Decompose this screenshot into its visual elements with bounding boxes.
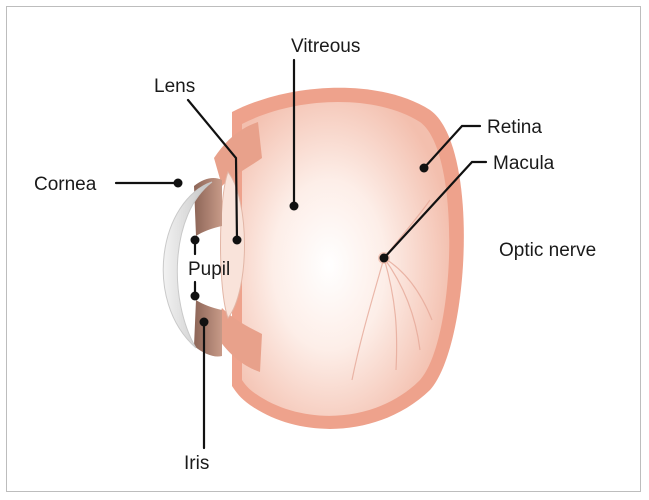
label-macula: Macula <box>493 153 555 174</box>
label-retina: Retina <box>487 117 542 138</box>
label-cornea: Cornea <box>34 174 97 195</box>
label-vitreous: Vitreous <box>291 36 360 57</box>
label-iris: Iris <box>184 453 209 474</box>
leader-cornea <box>116 179 183 188</box>
label-lens: Lens <box>154 76 195 97</box>
eyeball <box>214 88 464 429</box>
leader-pupil-top <box>191 236 200 255</box>
label-pupil: Pupil <box>188 259 230 280</box>
label-optic-nerve: Optic nerve <box>499 240 596 261</box>
vitreous-body <box>242 102 449 416</box>
leader-pupil-bottom <box>191 282 200 301</box>
